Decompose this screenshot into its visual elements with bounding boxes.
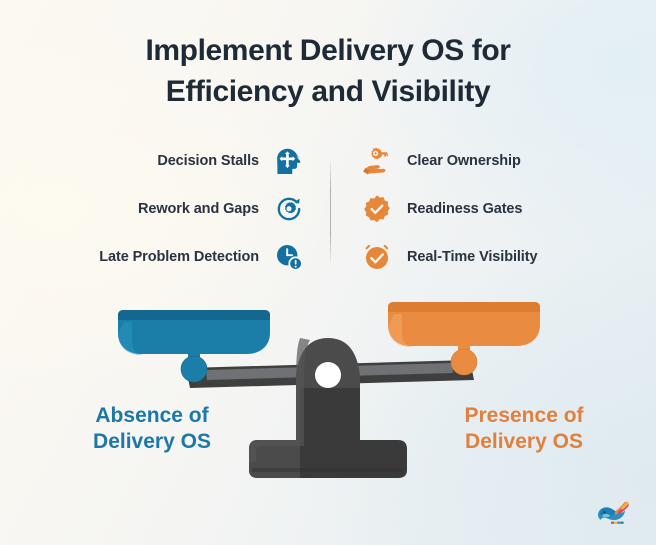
balance-scale-illustration — [0, 292, 656, 497]
page-title-line-1: Implement Delivery OS for — [145, 34, 511, 67]
right-scale-label-line-1: Presence of — [464, 404, 584, 427]
list-item-readiness-gates[interactable]: Readiness Gates — [360, 187, 522, 231]
left-scale-label-line-1: Absence of — [95, 404, 209, 427]
left-item-label-0: Decision Stalls — [157, 153, 259, 169]
list-item-clear-ownership[interactable]: Clear Ownership — [360, 139, 521, 183]
left-feature-column: Decision Stalls — [22, 136, 312, 286]
column-divider — [330, 158, 331, 266]
scale-left-pan — [118, 310, 270, 383]
bird-logo[interactable] — [592, 493, 642, 535]
badge-check-icon — [360, 192, 394, 226]
right-item-label-0: Clear Ownership — [407, 153, 521, 169]
left-scale-label-line-2: Delivery OS — [93, 430, 211, 453]
alarm-clock-check-icon — [360, 240, 394, 274]
left-item-label-1: Rework and Gaps — [138, 201, 259, 217]
gear-refresh-icon — [272, 192, 306, 226]
list-item-rework-and-gaps[interactable]: Rework and Gaps — [138, 187, 306, 231]
scale-right-pan — [388, 302, 540, 376]
right-feature-column: Clear Ownership Readiness Gates — [352, 136, 642, 286]
right-scale-label: Presence of Delivery OS — [424, 403, 624, 455]
page-title: Implement Delivery OS for Efficiency and… — [0, 30, 656, 112]
head-move-arrows-icon — [272, 144, 306, 178]
feature-columns: Decision Stalls — [0, 136, 656, 286]
hand-gear-key-icon — [360, 144, 394, 178]
scale-pillar — [249, 338, 407, 478]
right-item-label-2: Real-Time Visibility — [407, 249, 538, 265]
list-item-decision-stalls[interactable]: Decision Stalls — [157, 139, 306, 183]
right-scale-label-line-2: Delivery OS — [465, 430, 583, 453]
right-item-label-1: Readiness Gates — [407, 201, 523, 217]
left-item-label-2: Late Problem Detection — [99, 249, 259, 265]
page-title-line-2: Efficiency and Visibility — [165, 75, 491, 108]
clock-alert-icon — [272, 240, 306, 274]
left-scale-label: Absence of Delivery OS — [52, 403, 252, 455]
list-item-late-problem-detection[interactable]: Late Problem Detection — [99, 235, 306, 279]
list-item-real-time-visibility[interactable]: Real-Time Visibility — [360, 235, 538, 279]
